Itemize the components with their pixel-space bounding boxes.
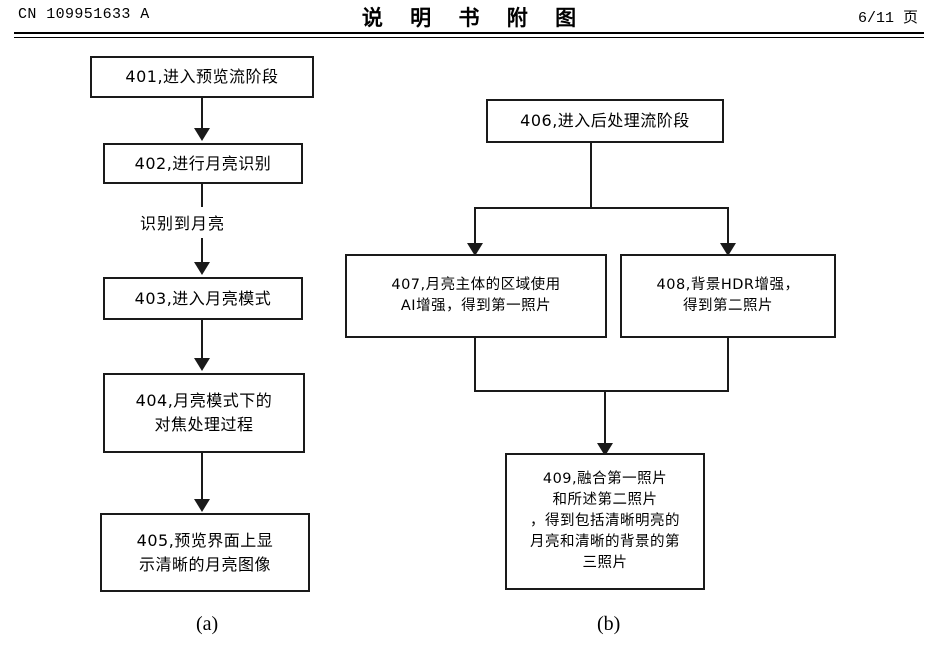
flow-edge-label-402-403: 识别到月亮 (140, 214, 226, 233)
flow-node-404: 404,月亮模式下的 对焦处理过程 (103, 373, 305, 453)
flow-arrow-406-408 (720, 243, 736, 256)
flow-node-409-line-1: 409,融合第一照片 (542, 470, 668, 487)
flow-arrow-403-404 (194, 358, 210, 371)
flow-node-408-line-1: 408,背景HDR增强， (656, 276, 800, 293)
flow-node-408-line-2: 得到第二照片 (683, 298, 773, 314)
flow-arrow-404-405 (194, 499, 210, 512)
header-divider-thin (14, 37, 924, 38)
flow-edge-merge-bar (474, 390, 729, 392)
flow-arrow-406-407 (467, 243, 483, 256)
flow-node-403-line-1: 403,进入月亮模式 (134, 288, 272, 308)
flow-edge-404-405 (201, 453, 203, 501)
flow-node-409-line-2: 和所述第二照片 (552, 491, 658, 508)
flow-node-407-line-1: 407,月亮主体的区域使用 (391, 276, 561, 293)
flow-node-401: 401,进入预览流阶段 (90, 56, 314, 98)
flow-node-406-line-1: 406,进入后处理流阶段 (520, 111, 690, 130)
page-number: 6/11 页 (857, 10, 918, 27)
flow-node-408: 408,背景HDR增强， 得到第二照片 (620, 254, 836, 338)
flow-edge-406-fork-bar (474, 207, 728, 209)
flow-arrow-401-402 (194, 128, 210, 141)
figure-a-caption: (a) (196, 613, 219, 635)
flow-edge-401-402 (201, 98, 203, 130)
flow-node-402: 402,进行月亮识别 (103, 143, 303, 184)
flow-node-405-line-1: 405,预览界面上显 (136, 530, 274, 550)
flow-node-402-line-1: 402,进行月亮识别 (134, 153, 272, 173)
flow-node-405-line-2: 示清晰的月亮图像 (138, 554, 271, 574)
flow-node-409-line-3: ，得到包括清晰明亮的 (530, 512, 680, 529)
flow-edge-406-407 (474, 207, 476, 247)
header-divider-thick (14, 32, 924, 34)
flow-node-407-line-2: AI增强，得到第一照片 (400, 298, 552, 314)
flow-node-406: 406,进入后处理流阶段 (486, 99, 724, 143)
flow-node-405: 405,预览界面上显 示清晰的月亮图像 (100, 513, 310, 592)
flow-node-404-line-2: 对焦处理过程 (154, 415, 254, 434)
flow-edge-403-404 (201, 320, 203, 360)
figure-b-caption: (b) (597, 613, 621, 635)
flow-node-407: 407,月亮主体的区域使用 AI增强，得到第一照片 (345, 254, 607, 338)
flow-node-401-line-1: 401,进入预览流阶段 (125, 67, 279, 86)
flow-arrow-merge-409 (597, 443, 613, 456)
flow-edge-merge-409 (604, 390, 606, 446)
flow-node-403: 403,进入月亮模式 (103, 277, 303, 320)
flow-edge-407-merge (474, 338, 476, 391)
flow-edge-402-403-upper (201, 184, 203, 207)
flow-node-409: 409,融合第一照片 和所述第二照片 ，得到包括清晰明亮的 月亮和清晰的背景的第… (505, 453, 705, 590)
flow-edge-402-403-lower (201, 238, 203, 264)
flow-node-409-line-4: 月亮和清晰的背景的第 (530, 534, 680, 550)
flow-node-409-line-5: 三照片 (582, 555, 628, 572)
flow-edge-406-fork-stem (590, 143, 592, 209)
flow-edge-408-merge (727, 338, 729, 391)
page-header: CN 109951633 A 说 明 书 附 图 6/11 页 (0, 0, 938, 38)
document-title: 说 明 书 附 图 (361, 6, 587, 30)
publication-number: CN 109951633 A (18, 6, 150, 23)
flow-arrow-402-403 (194, 262, 210, 275)
flow-node-404-line-1: 404,月亮模式下的 (135, 391, 273, 410)
flow-edge-406-408 (727, 207, 729, 247)
